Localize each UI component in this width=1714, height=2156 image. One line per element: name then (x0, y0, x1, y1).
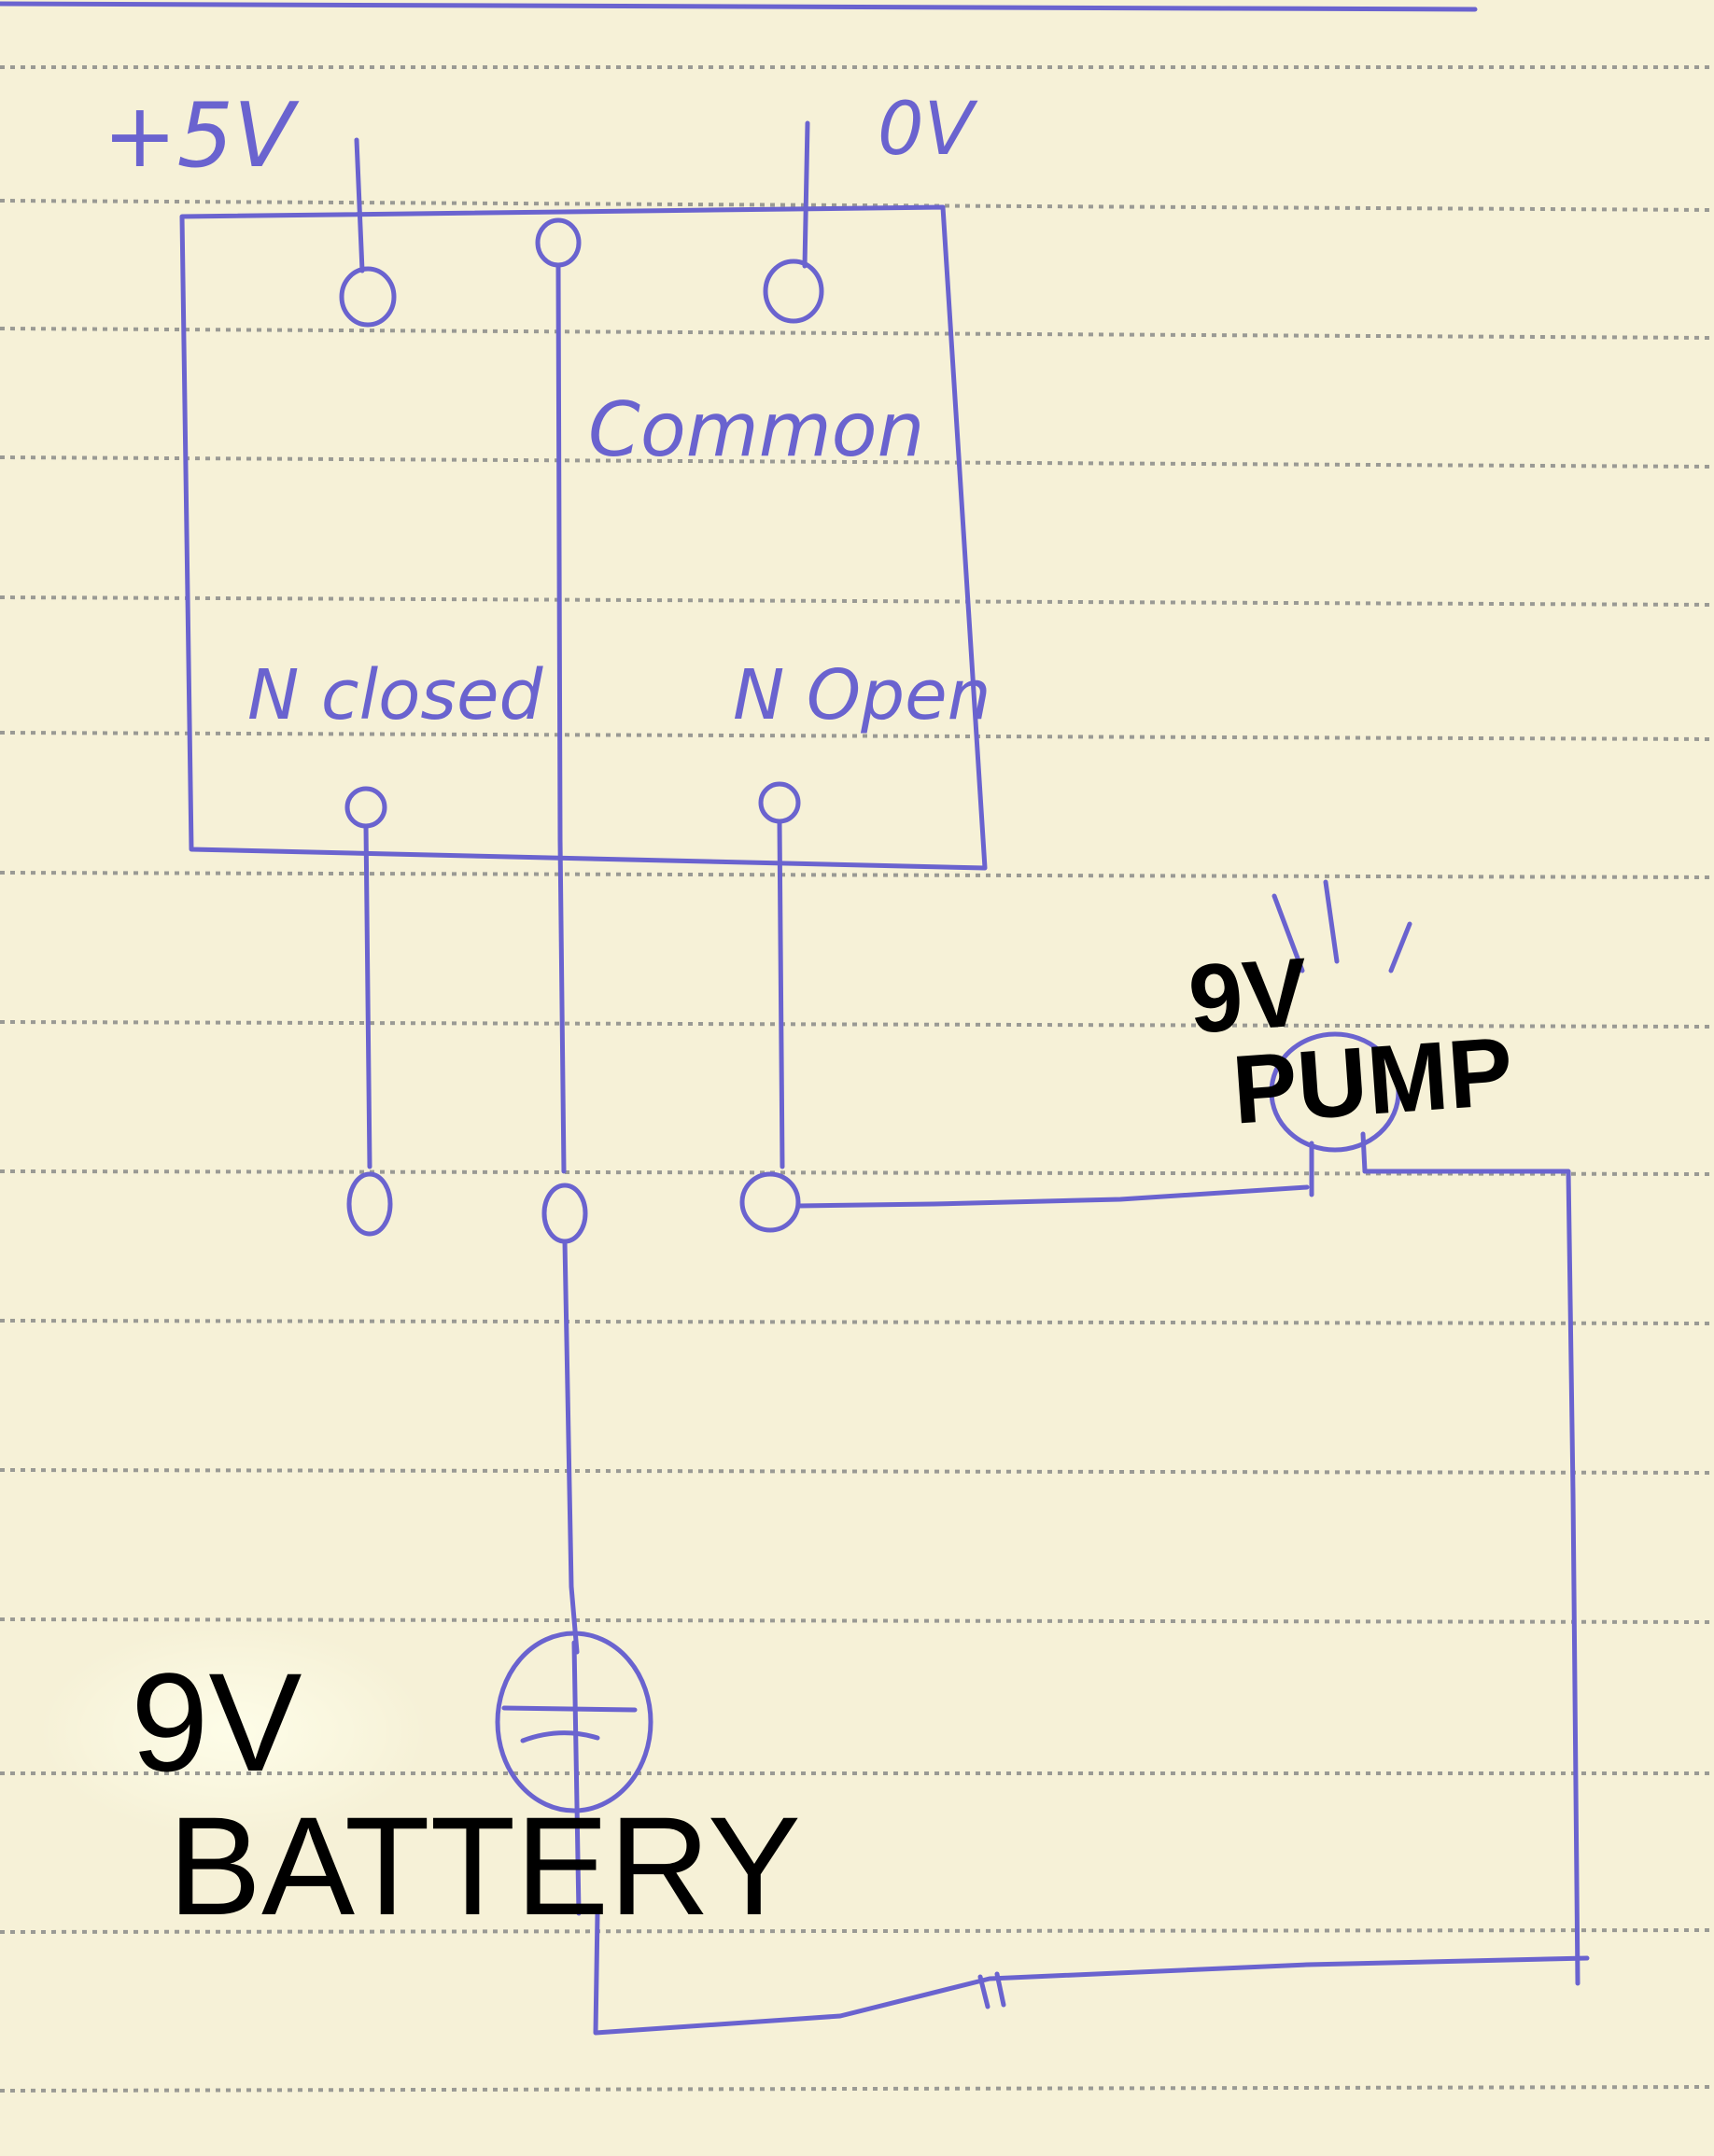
paper-glare (37, 1624, 429, 1839)
relay-box (179, 204, 988, 871)
label-common: Common (588, 386, 924, 473)
label-0v: 0V (878, 88, 978, 172)
common-wire (535, 217, 588, 1655)
relay-contact-pins (344, 781, 801, 1237)
label-n-closed: N closed (247, 655, 543, 735)
top-edge-stroke (0, 1, 1478, 12)
pump-label: 9V PUMP (1186, 930, 1517, 1145)
battery-label-voltage: 9V (131, 1644, 302, 1800)
pump-label-name: PUMP (1229, 1017, 1517, 1145)
label-n-open: N Open (733, 655, 991, 735)
wire-pump-return (1362, 1169, 1581, 1986)
battery-symbol (495, 1631, 653, 1916)
pump-symbol (1269, 879, 1412, 1197)
battery-label-name: BATTERY (168, 1787, 801, 1944)
wire-bottom-return (593, 1911, 1590, 2036)
battery-label: 9V BATTERY (131, 1652, 801, 1936)
wire-tick-mark (977, 1971, 1006, 2009)
wire-no-to-pump (795, 1184, 1310, 1209)
supply-pins (339, 120, 824, 328)
label-plus-5v: +5V (103, 85, 300, 188)
